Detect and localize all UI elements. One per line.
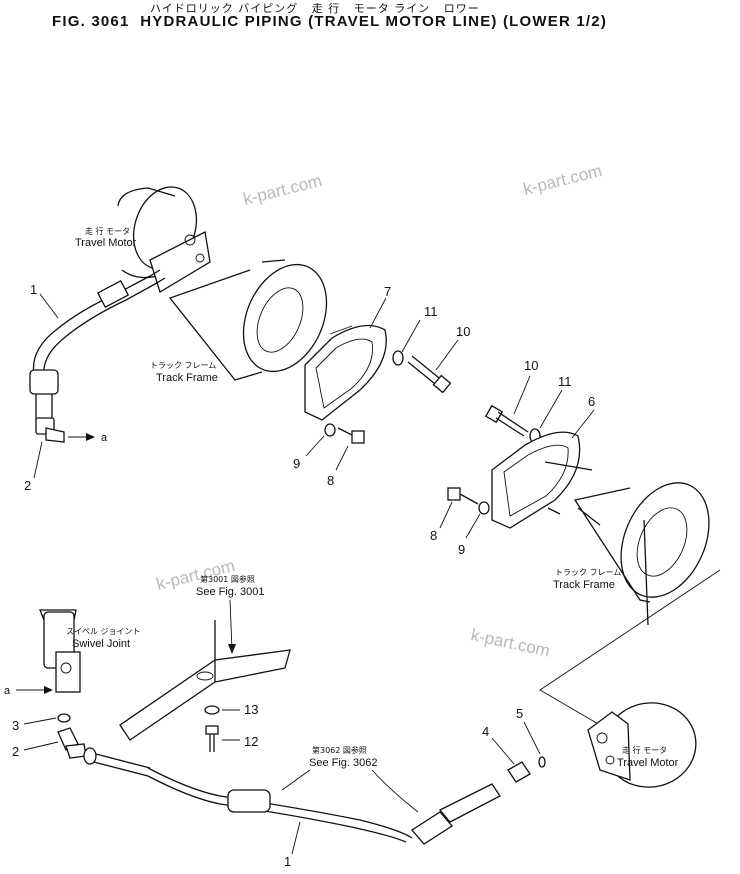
leader-9-upper [305,435,325,457]
swivel-joint-jp-label: スイベル ジョイント [66,627,141,636]
arrow-head-icon [228,644,236,654]
leader-11-right [539,389,563,429]
bolt-8-right [447,487,479,505]
leader-8-upper [335,445,349,471]
leader-1-upper [39,293,59,319]
bolt-8-upper [337,427,365,444]
see-3001-label: See Fig. 3001 [196,586,265,598]
track-frame-right [573,482,710,626]
cover-6 [491,431,593,529]
callout-12: 12 [244,734,258,749]
travel-motor-jp-label-lower: 走 行 モータ [622,745,667,755]
leader-3062b [281,769,311,791]
callout-8: 8 [327,473,334,488]
callout-5: 5 [516,706,523,721]
callout-6: 6 [588,394,595,409]
bolt-10-upper [407,355,452,394]
travel-motor-label: Travel Motor [75,237,137,249]
callout-11: 11 [424,304,438,319]
arrow-head-icon [86,433,95,441]
leader-1-lower [291,821,301,855]
callout-13: 13 [244,702,258,717]
swivel-joint [39,609,81,693]
callout-3: 3 [12,718,19,733]
bolt-12 [205,725,219,752]
o-ring-3 [57,713,71,723]
watermark: k-part.com [241,171,324,209]
travel-motor-upper [117,186,211,293]
bracket [119,620,291,741]
leader-2-upper [33,441,43,479]
callout-1: 1 [30,282,37,297]
callout-7: 7 [384,284,391,299]
callout-1-lower: 1 [284,854,291,869]
leader-2-lower [23,741,59,751]
leader-3062 [371,769,419,813]
washer-11-upper [392,350,404,366]
bolt-10-right [484,404,529,437]
see-3062-label: See Fig. 3062 [309,757,378,769]
leader-11-upper [401,319,421,353]
travel-motor-lower [587,702,697,788]
leader-7 [369,297,387,329]
callout-9: 9 [293,456,300,471]
callout-4: 4 [482,724,489,739]
callout-9-right: 9 [458,542,465,557]
track-frame-label: Track Frame [156,372,218,384]
watermark: k-part.com [521,161,604,199]
swivel-joint-label: Swivel Joint [72,638,130,650]
leader-8-right [439,501,453,529]
washer-9-right [478,501,490,515]
washer-9-upper [324,423,336,437]
travel-motor-label-lower: Travel Motor [617,757,679,769]
track-frame-upper [168,259,328,381]
header-japanese-title: ハイドロリック バイピング 走 行 モータ ライン ロワー [150,2,480,15]
ref-a-upper: a [101,432,108,444]
o-ring-5 [538,756,546,768]
arrow-head-icon [44,686,53,694]
cover-7 [304,324,387,421]
leader-3001 [229,599,233,651]
leader-4 [491,737,515,765]
track-frame-label-right: Track Frame [553,579,615,591]
watermark: k-part.com [469,625,551,660]
travel-motor-jp-label: 走 行 モータ [85,226,130,236]
leader-10-upper [435,339,459,371]
leader-10-right [513,375,531,415]
see-3001-jp-label: 第3001 図参照 [200,574,255,584]
callout-8-right: 8 [430,528,437,543]
track-frame-jp-label-right: トラック フレーム [555,568,621,577]
callout-10: 10 [456,324,470,339]
callout-10-right: 10 [524,358,538,373]
hose-assembly-lower [83,747,501,845]
elbow-2-lower [57,727,87,759]
see-3062-jp-label: 第3062 図参照 [312,745,367,755]
connector-4 [507,761,531,783]
frame-leader-line [539,569,721,726]
callout-2-lower: 2 [12,744,19,759]
washer-13 [204,705,220,715]
callout-2: 2 [24,478,31,493]
track-frame-jp-label: トラック フレーム [150,361,216,370]
leader-6 [571,409,595,439]
leader-5 [523,721,541,755]
leader-9-right [465,513,481,539]
ref-a-lower: a [4,685,11,697]
leader-3 [23,717,57,725]
figure-title: FIG. 3061 HYDRAULIC PIPING (TRAVEL MOTOR… [52,13,608,30]
hose-assembly-upper [29,269,166,443]
callout-11-right: 11 [558,374,572,389]
